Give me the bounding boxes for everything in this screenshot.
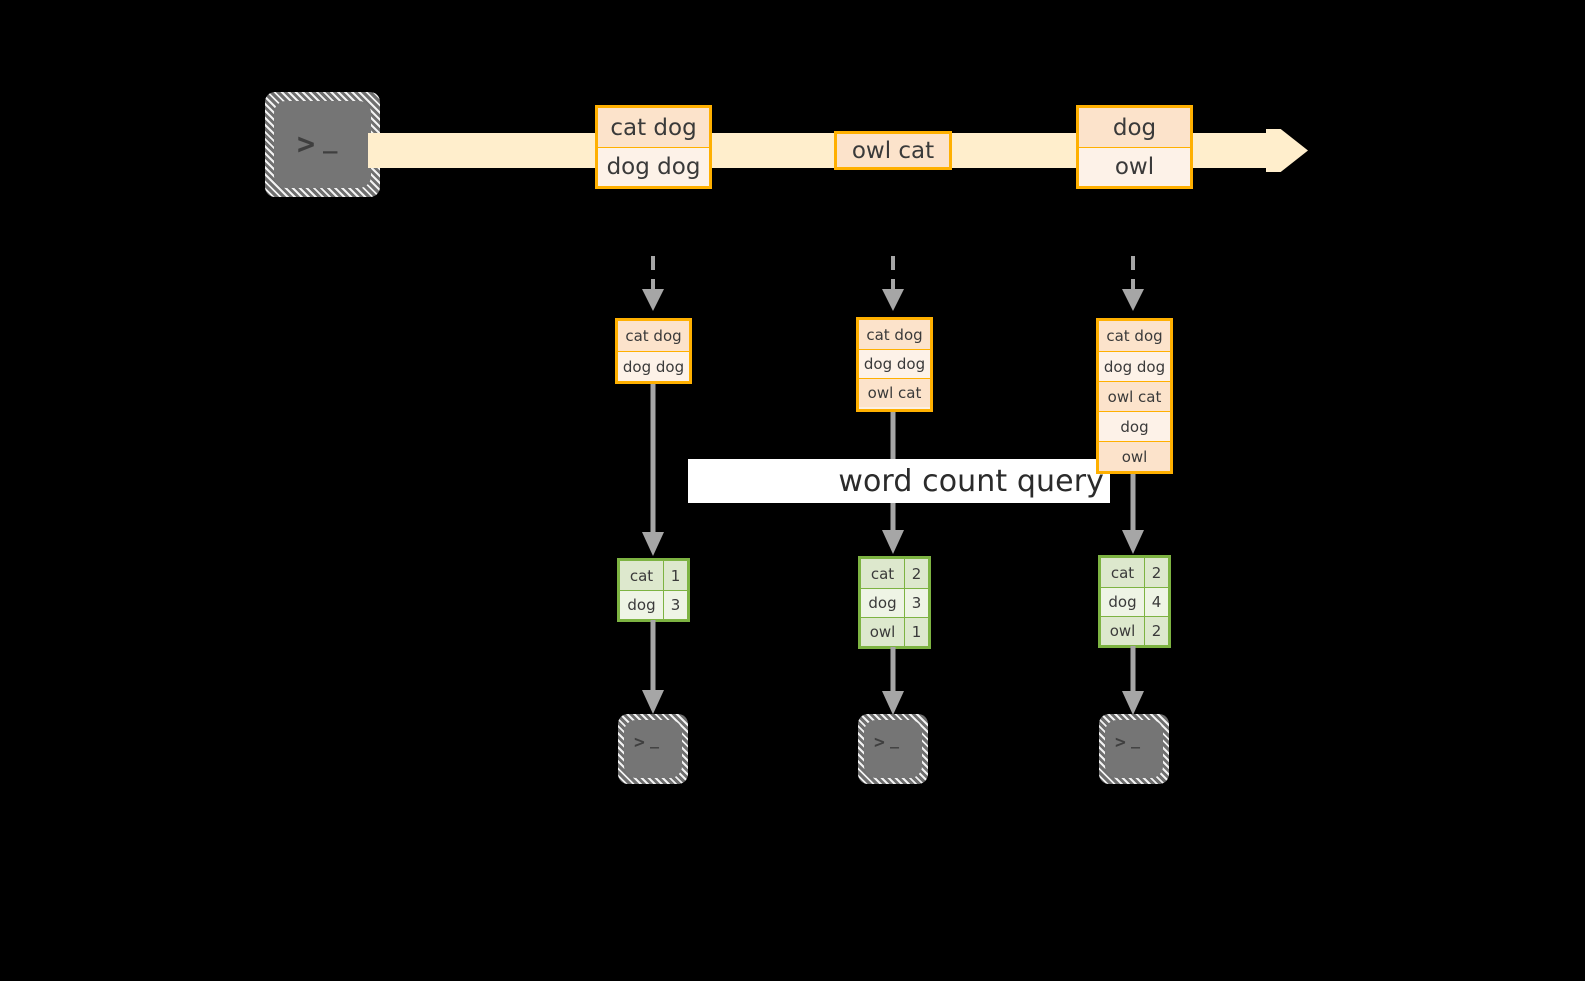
result-count-cell: 2 — [1145, 558, 1168, 587]
result-count-cell: 3 — [664, 591, 687, 619]
terminal-body — [624, 720, 682, 778]
result-word-cell: cat — [620, 561, 664, 590]
stream-event-2-row: owl cat — [837, 134, 949, 167]
result-word-cell: cat — [861, 559, 905, 588]
snapshot-1-input-row: dog dog — [618, 351, 689, 381]
result-count-cell: 2 — [905, 559, 928, 588]
snapshot-3-sink-terminal-icon: > _ — [1099, 714, 1169, 784]
snapshot-3-dashed-connector — [1118, 256, 1148, 316]
result-word-cell: cat — [1101, 558, 1145, 587]
snapshot-2-dashed-connector — [878, 256, 908, 316]
result-word-cell: dog — [861, 589, 905, 617]
snapshot-3-input-row: dog dog — [1099, 351, 1170, 381]
snapshot-3-result-table: cat 2 dog 4 owl 2 — [1098, 555, 1171, 648]
snapshot-3-input-records: cat dog dog dog owl cat dog owl — [1096, 318, 1173, 474]
terminal-prompt-chevron-icon: > — [874, 732, 885, 753]
stream-event-2: owl cat — [834, 131, 952, 170]
terminal-cursor-icon: _ — [890, 731, 900, 749]
query-label-band: word count query — [688, 459, 1110, 503]
table-row: cat 2 — [1101, 558, 1168, 587]
table-row: cat 2 — [861, 559, 928, 588]
terminal-cursor-icon: _ — [650, 731, 660, 749]
snapshot-1-input-records: cat dog dog dog — [615, 318, 692, 384]
stream-event-3-row: owl — [1079, 147, 1190, 186]
snapshot-2-result-table: cat 2 dog 3 owl 1 — [858, 556, 931, 649]
result-word-cell: dog — [1101, 588, 1145, 616]
stream-event-3: dog owl — [1076, 105, 1193, 189]
snapshot-3-input-row: dog — [1099, 411, 1170, 441]
terminal-prompt-chevron-icon: > — [297, 127, 316, 162]
snapshot-3-input-row: owl cat — [1099, 381, 1170, 411]
result-count-cell: 4 — [1145, 588, 1168, 616]
snapshot-1-dashed-connector — [638, 256, 668, 316]
query-label-text: word count query — [838, 463, 1104, 499]
table-row: dog 3 — [620, 590, 687, 619]
snapshot-2-input-row: owl cat — [859, 378, 930, 407]
snapshot-3-input-row: cat dog — [1099, 321, 1170, 351]
result-count-cell: 2 — [1145, 617, 1168, 645]
table-row: dog 3 — [861, 588, 928, 617]
result-count-cell: 1 — [905, 618, 928, 646]
snapshot-1-result-table: cat 1 dog 3 — [617, 558, 690, 622]
stream-event-3-row: dog — [1079, 108, 1190, 147]
snapshot-1-query-connector — [638, 384, 668, 560]
snapshot-3-query-connector — [1118, 474, 1148, 558]
result-count-cell: 1 — [664, 561, 687, 590]
terminal-cursor-icon: _ — [323, 126, 338, 154]
terminal-body — [1105, 720, 1163, 778]
stream-event-1: cat dog dog dog — [595, 105, 712, 189]
terminal-body — [274, 101, 371, 188]
table-row: owl 2 — [1101, 616, 1168, 645]
snapshot-1-input-row: cat dog — [618, 321, 689, 351]
snapshot-1-sink-connector — [638, 620, 668, 718]
table-row: owl 1 — [861, 617, 928, 646]
table-row: dog 4 — [1101, 587, 1168, 616]
stream-event-1-row: cat dog — [598, 108, 709, 147]
terminal-body — [864, 720, 922, 778]
stream-event-1-row: dog dog — [598, 147, 709, 186]
result-count-cell: 3 — [905, 589, 928, 617]
terminal-prompt-chevron-icon: > — [634, 732, 645, 753]
snapshot-2-sink-connector — [878, 647, 908, 719]
terminal-cursor-icon: _ — [1131, 731, 1141, 749]
snapshot-3-input-row: owl — [1099, 441, 1170, 471]
snapshot-3-sink-connector — [1118, 646, 1148, 719]
snapshot-2-input-row: dog dog — [859, 349, 930, 378]
source-terminal-icon: > _ — [265, 92, 380, 197]
result-word-cell: owl — [861, 618, 905, 646]
snapshot-1-sink-terminal-icon: > _ — [618, 714, 688, 784]
snapshot-2-input-row: cat dog — [859, 320, 930, 349]
result-word-cell: owl — [1101, 617, 1145, 645]
result-word-cell: dog — [620, 591, 664, 619]
table-row: cat 1 — [620, 561, 687, 590]
snapshot-2-sink-terminal-icon: > _ — [858, 714, 928, 784]
snapshot-2-input-records: cat dog dog dog owl cat — [856, 317, 933, 412]
terminal-prompt-chevron-icon: > — [1115, 732, 1126, 753]
